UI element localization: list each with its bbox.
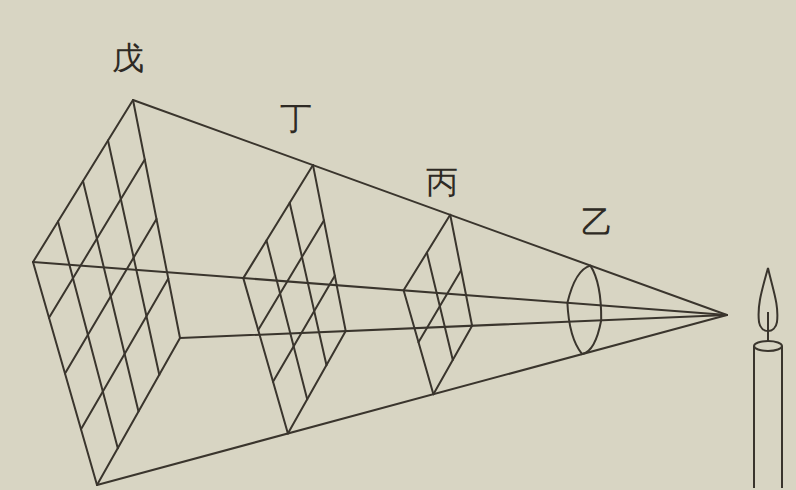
candle-wick (767, 312, 769, 341)
light-ray (97, 315, 727, 485)
screen-label: 乙 (581, 206, 613, 238)
screen-label: 戊 (112, 42, 144, 74)
candle-top (754, 341, 782, 351)
screen-edge (288, 331, 346, 434)
screen-label: 丁 (280, 102, 312, 134)
light-ray (133, 100, 727, 315)
screen-label: 丙 (426, 166, 458, 198)
grid-line (81, 279, 168, 430)
grid-line (267, 240, 308, 399)
candle (754, 268, 782, 488)
grid-line (419, 270, 462, 342)
grid-line (258, 220, 324, 330)
candle-body (754, 346, 782, 488)
round-screen (567, 266, 601, 355)
grid-line (273, 276, 335, 382)
light-ray (180, 315, 727, 338)
grid-line (58, 222, 118, 449)
